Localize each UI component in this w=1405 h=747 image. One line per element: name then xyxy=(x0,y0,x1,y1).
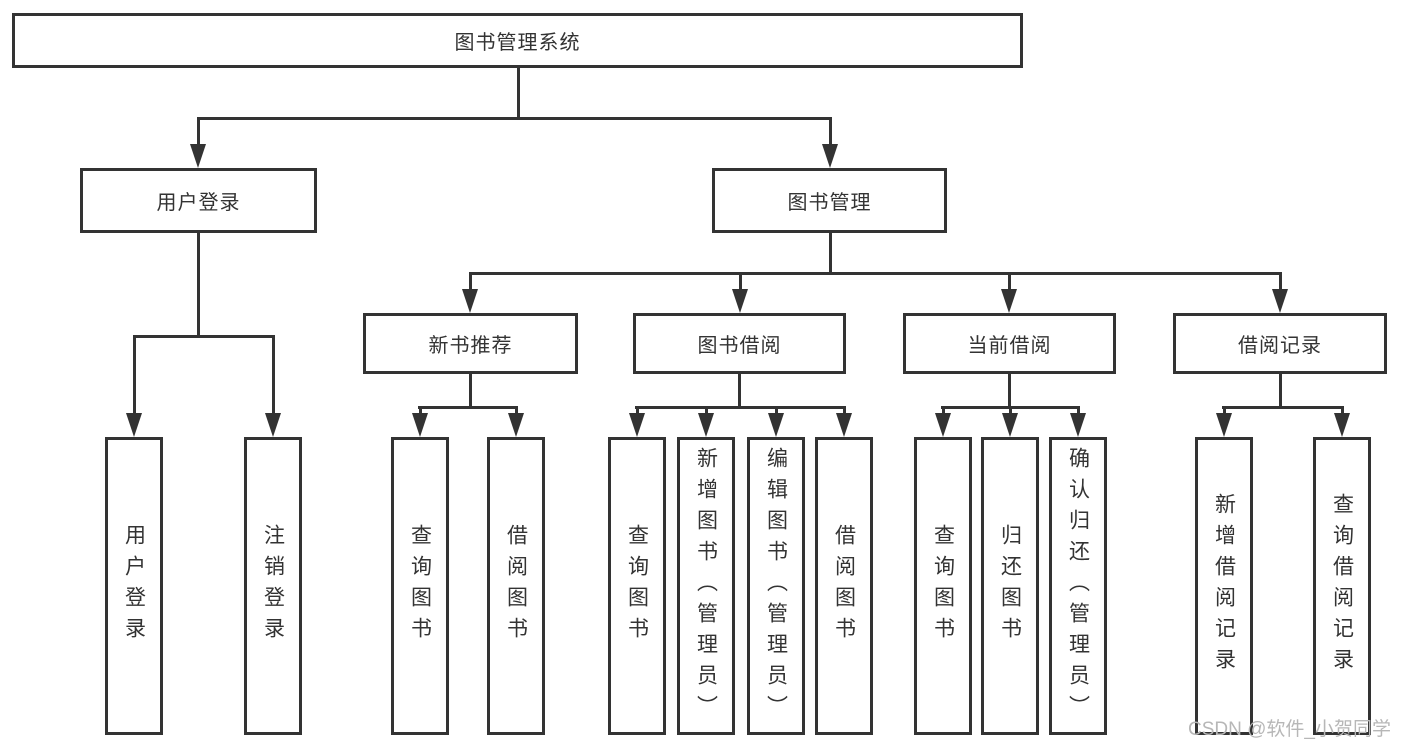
leaf-confirm-return-label: 确认归还（管理员） xyxy=(1066,446,1090,726)
arrowhead-leaf-query-book-c xyxy=(935,413,951,437)
edge-group3-fork xyxy=(635,406,845,409)
edge-group1-drop2 xyxy=(272,335,275,415)
arrowhead-leaf-query-borrow-record xyxy=(1334,413,1350,437)
node-borrow-record: 借阅记录 xyxy=(1173,313,1387,374)
leaf-borrow-book-a-label: 借阅图书 xyxy=(504,524,528,648)
node-user-login-label: 用户登录 xyxy=(156,192,241,214)
edge-group4-drop3 xyxy=(1077,406,1080,418)
csdn-watermark: CSDN @软件_小贺同学 xyxy=(1188,719,1391,740)
edge-group2-drop1 xyxy=(419,406,422,418)
edge-group5-drop1 xyxy=(1223,406,1226,418)
node-book-management: 图书管理 xyxy=(712,168,947,233)
edge-group4-drop2 xyxy=(1009,406,1012,418)
node-new-book-recommend-label: 新书推荐 xyxy=(428,335,513,357)
edge-group2-drop2 xyxy=(515,406,518,418)
leaf-query-book-a: 查询图书 xyxy=(391,437,449,735)
arrowhead-leaf-edit-book xyxy=(768,413,784,437)
leaf-query-book-c-label: 查询图书 xyxy=(931,524,955,648)
leaf-return-book-label: 归还图书 xyxy=(998,524,1022,648)
edge-group5-drop2 xyxy=(1341,406,1344,418)
leaf-user-login: 用户登录 xyxy=(105,437,163,735)
leaf-logout-label: 注销登录 xyxy=(261,524,285,648)
node-book-management-label: 图书管理 xyxy=(787,192,872,214)
leaf-edit-book: 编辑图书（管理员） xyxy=(747,437,805,735)
edge-group2-fork xyxy=(418,406,517,409)
node-library-system-label: 图书管理系统 xyxy=(454,32,581,54)
leaf-logout: 注销登录 xyxy=(244,437,302,735)
node-new-book-recommend: 新书推荐 xyxy=(363,313,578,374)
edge-group3-drop1 xyxy=(636,406,639,418)
leaf-add-borrow-record: 新增借阅记录 xyxy=(1195,437,1253,735)
edge-level3-drop1 xyxy=(469,272,472,292)
leaf-query-book-a-label: 查询图书 xyxy=(408,524,432,648)
leaf-add-borrow-record-label: 新增借阅记录 xyxy=(1212,493,1236,679)
edge-borrow-record-stem xyxy=(1279,374,1282,408)
arrowhead-leaf-borrow-book-a xyxy=(508,413,524,437)
edge-user-login-stem xyxy=(197,233,200,335)
edge-group1-drop1 xyxy=(133,335,136,415)
arrowhead-leaf-query-book-b xyxy=(629,413,645,437)
edge-book-borrow-stem xyxy=(738,374,741,408)
node-book-borrow-label: 图书借阅 xyxy=(697,335,782,357)
edge-new-book-recommend-stem xyxy=(469,374,472,408)
arrowhead-borrow-record xyxy=(1272,289,1288,313)
edge-group3-drop4 xyxy=(843,406,846,418)
leaf-edit-book-label: 编辑图书（管理员） xyxy=(764,446,788,726)
edge-group1-fork xyxy=(133,335,275,338)
leaf-query-book-c: 查询图书 xyxy=(914,437,972,735)
leaf-query-borrow-record-label: 查询借阅记录 xyxy=(1330,493,1354,679)
edge-root-stem xyxy=(517,68,520,117)
arrowhead-current-borrow xyxy=(1001,289,1017,313)
edge-level3-drop4 xyxy=(1279,272,1282,292)
leaf-add-book: 新增图书（管理员） xyxy=(677,437,735,735)
leaf-query-book-b-label: 查询图书 xyxy=(625,524,649,648)
node-borrow-record-label: 借阅记录 xyxy=(1238,335,1322,357)
node-current-borrow-label: 当前借阅 xyxy=(967,335,1052,357)
leaf-confirm-return: 确认归还（管理员） xyxy=(1049,437,1107,735)
edge-group3-drop3 xyxy=(775,406,778,418)
node-book-borrow: 图书借阅 xyxy=(633,313,846,374)
edge-book-management-stem xyxy=(829,233,832,274)
arrowhead-leaf-query-book-a xyxy=(412,413,428,437)
edge-group5-fork xyxy=(1222,406,1343,409)
arrowhead-leaf-borrow-book-b xyxy=(836,413,852,437)
edge-level3-drop3 xyxy=(1008,272,1011,292)
leaf-borrow-book-a: 借阅图书 xyxy=(487,437,545,735)
leaf-borrow-book-b-label: 借阅图书 xyxy=(832,524,856,648)
edge-user-login-drop xyxy=(197,117,200,147)
node-library-system: 图书管理系统 xyxy=(12,13,1023,68)
edge-group4-drop1 xyxy=(942,406,945,418)
leaf-add-book-label: 新增图书（管理员） xyxy=(694,446,718,726)
leaf-return-book: 归还图书 xyxy=(981,437,1039,735)
arrowhead-leaf-logout xyxy=(265,413,281,437)
edge-level2-fork xyxy=(197,117,832,120)
arrowhead-user-login xyxy=(190,144,206,168)
node-user-login: 用户登录 xyxy=(80,168,317,233)
edge-book-management-drop xyxy=(829,117,832,147)
arrowhead-new-book-recommend xyxy=(462,289,478,313)
arrowhead-book-borrow xyxy=(732,289,748,313)
arrowhead-leaf-confirm-return xyxy=(1070,413,1086,437)
leaf-user-login-label: 用户登录 xyxy=(122,524,146,648)
leaf-query-borrow-record: 查询借阅记录 xyxy=(1313,437,1371,735)
arrowhead-leaf-add-borrow-record xyxy=(1216,413,1232,437)
edge-level3-fork xyxy=(469,272,1281,275)
node-current-borrow: 当前借阅 xyxy=(903,313,1116,374)
edge-current-borrow-stem xyxy=(1008,374,1011,408)
arrowhead-leaf-return-book xyxy=(1002,413,1018,437)
leaf-borrow-book-b: 借阅图书 xyxy=(815,437,873,735)
arrowhead-book-management xyxy=(822,144,838,168)
arrowhead-leaf-add-book xyxy=(698,413,714,437)
leaf-query-book-b: 查询图书 xyxy=(608,437,666,735)
arrowhead-leaf-user-login xyxy=(126,413,142,437)
edge-group3-drop2 xyxy=(705,406,708,418)
edge-level3-drop2 xyxy=(739,272,742,292)
